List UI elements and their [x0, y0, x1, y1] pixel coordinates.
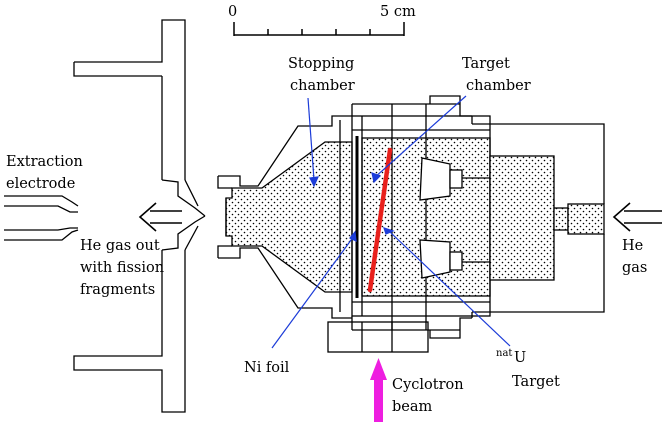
cyclotron-beam-arrow — [370, 358, 387, 422]
beam-port — [327, 321, 429, 353]
target-support-upper — [419, 157, 490, 201]
target-chamber-pointer — [373, 95, 467, 179]
rear-chamber — [489, 155, 555, 281]
cyclotron-label-line1: Cyclotron — [392, 377, 464, 393]
nat-superscript-label: nat — [496, 348, 512, 359]
pointer-lines — [271, 95, 511, 349]
he-gas-in-label-line1: He — [622, 238, 643, 254]
gas-out-arrow — [138, 202, 182, 232]
stopping-chamber-label-line2: chamber — [290, 78, 355, 94]
target-support-lower — [419, 239, 490, 279]
cyclotron-label-line2: beam — [392, 399, 433, 415]
he-gas-out-label-line2: with fission — [80, 260, 164, 276]
stopping-chamber-pointer — [307, 97, 315, 181]
target-chamber-label-line2: chamber — [466, 78, 531, 94]
extraction-flange — [73, 19, 206, 413]
uranium-label: U — [514, 350, 526, 366]
extraction-electrode — [4, 195, 79, 241]
he-gas-out-label-line3: fragments — [80, 282, 155, 298]
stopping-chamber-label-line1: Stopping — [288, 56, 354, 72]
ni-foil-label: Ni foil — [244, 360, 290, 376]
target-label: Target — [512, 374, 560, 390]
extraction-electrode-label-line2: electrode — [6, 176, 75, 192]
stopping-chamber-housing — [217, 115, 352, 319]
scale-bar — [233, 22, 405, 36]
gas-in-arrow — [612, 202, 662, 232]
scale-start-label: 0 — [228, 4, 237, 20]
he-gas-in-label-line2: gas — [622, 260, 647, 276]
target-chamber-housing — [339, 95, 491, 339]
target-pointer — [389, 231, 511, 347]
stopping-chamber-gas — [225, 141, 353, 293]
gas-inlet-tube — [553, 203, 605, 235]
target-chamber-label-line1: Target — [462, 56, 510, 72]
he-gas-out-label-line1: He gas out — [80, 238, 160, 254]
uranium-target — [367, 147, 393, 293]
ni-foil-pointer — [271, 235, 355, 349]
extraction-electrode-label-line1: Extraction — [6, 154, 83, 170]
outer-frame — [471, 116, 605, 318]
scale-end-label: 5 cm — [380, 4, 416, 20]
